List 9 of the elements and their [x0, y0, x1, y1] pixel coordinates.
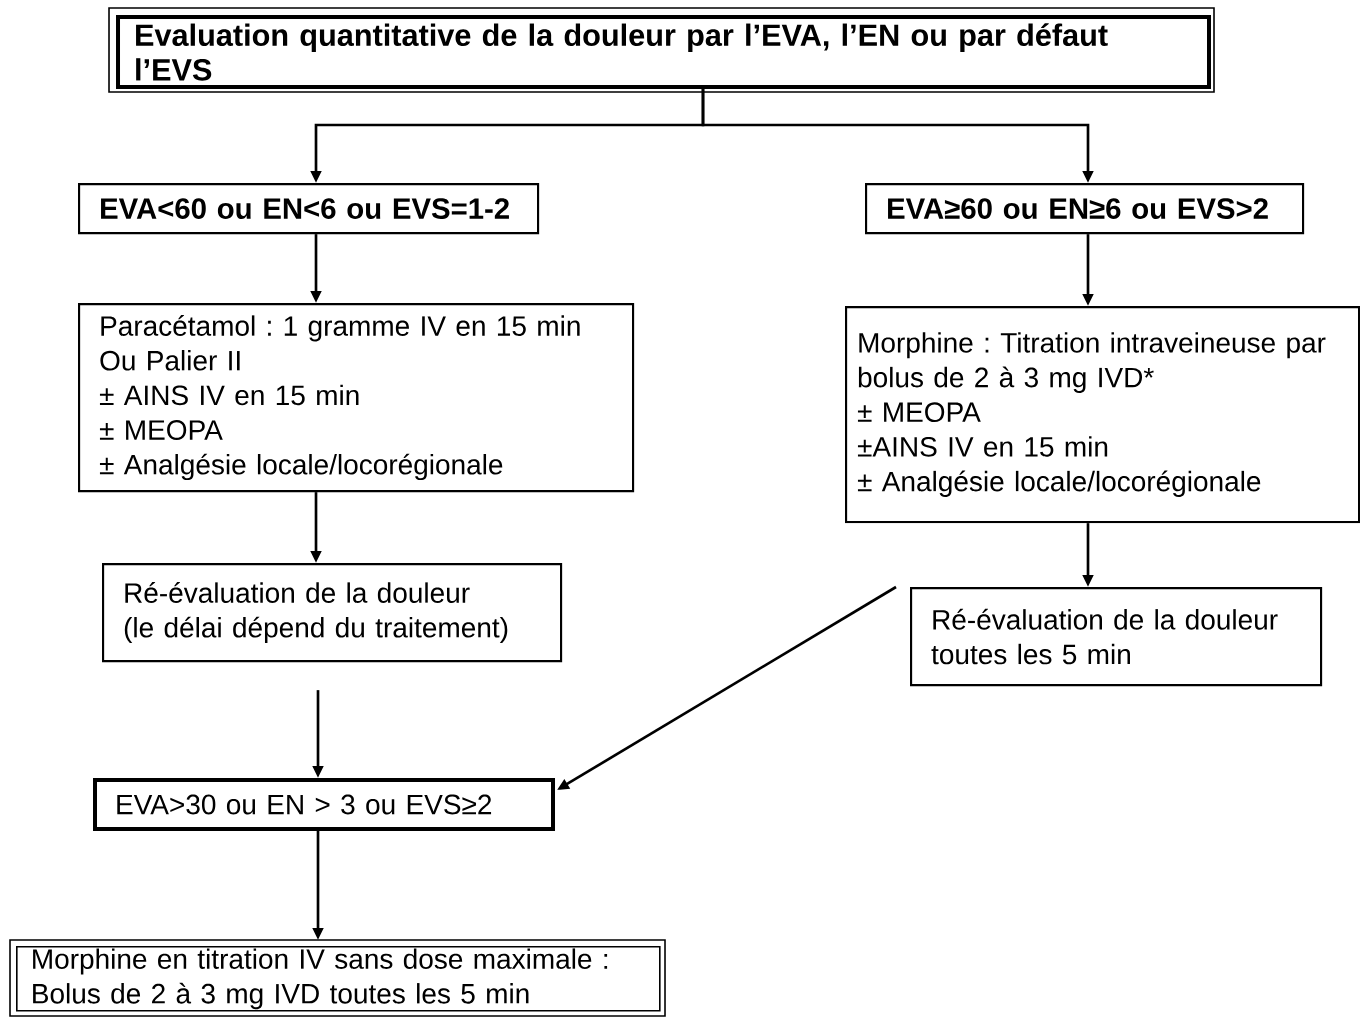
treatment-box: Paracétamol : 1 gramme IV en 15 min Ou Palier II ± AINS IV en 15 min ± MEOPA ± Analgésie locale/locorégionale — [78, 303, 635, 493]
condition-box: EVA≥60 ou EN≥6 ou EVS>2 — [865, 183, 1305, 235]
treatment-box: Morphine : Titration intraveineuse par bolus de 2 à 3 mg IVD* ± MEOPA ±AINS IV en 15 min ± Analgésie locale/locorégionale — [845, 306, 1360, 524]
condition-box: EVA>30 ou EN > 3 ou EVS≥2 — [93, 778, 555, 831]
reassessment-box: Ré-évaluation de la douleur (le délai dépend du traitement) — [102, 563, 563, 663]
title-box: Evaluation quantitative de la douleur par l’EVA, l’EN ou par défaut l’EVS — [108, 7, 1215, 93]
reassessment-box: Ré-évaluation de la douleur toutes les 5 min — [910, 587, 1323, 687]
final-treatment-box: Morphine en titration IV sans dose maximale : Bolus de 2 à 3 mg IVD toutes les 5 min — [9, 939, 666, 1017]
condition-box: EVA<60 ou EN<6 ou EVS=1-2 — [78, 183, 540, 235]
